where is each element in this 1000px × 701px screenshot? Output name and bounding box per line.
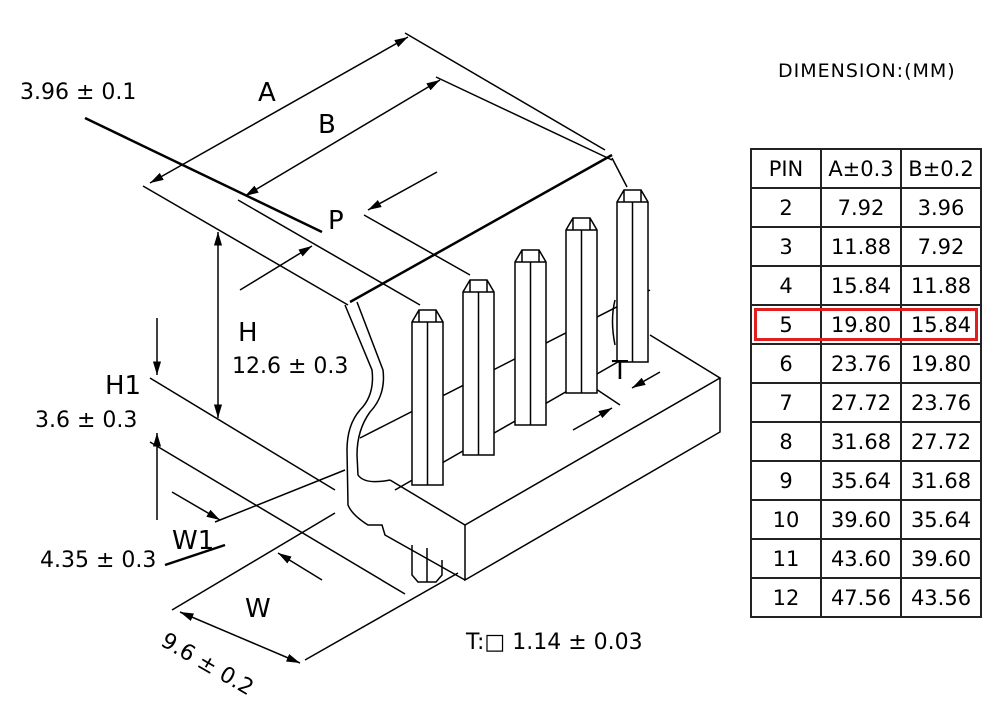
dim-a-label: A <box>258 78 276 108</box>
cell-a: 31.68 <box>820 421 902 462</box>
dim-h1-label: H1 <box>105 371 142 401</box>
dim-h1-value: 3.6 ± 0.3 <box>35 408 138 433</box>
pin <box>514 249 547 426</box>
cell-a: 23.76 <box>820 343 902 384</box>
cell-b: 11.88 <box>900 265 982 306</box>
dim-w-label: W <box>245 594 271 624</box>
pin <box>616 189 649 363</box>
cell-b: 23.76 <box>900 382 982 423</box>
cell-pin: 6 <box>750 343 822 384</box>
header-pin: PIN <box>750 148 822 189</box>
cell-pin: 12 <box>750 577 822 618</box>
cell-pin: 7 <box>750 382 822 423</box>
dim-w1-label: W1 <box>172 526 215 556</box>
base-block <box>389 334 722 582</box>
cell-b: 3.96 <box>900 187 982 228</box>
dim-w1-value: 4.35 ± 0.3 <box>40 548 157 573</box>
cell-b: 35.64 <box>900 499 982 540</box>
cell-a: 43.60 <box>820 538 902 579</box>
dim-b-label: B <box>318 110 336 140</box>
cell-a: 35.64 <box>820 460 902 501</box>
cell-b: 27.72 <box>900 421 982 462</box>
cell-pin: 4 <box>750 265 822 306</box>
dim-b-line <box>244 79 441 197</box>
dim-h-label: H <box>238 318 258 348</box>
dim-t-value: T:□ 1.14 ± 0.03 <box>466 630 643 655</box>
housing-profile <box>344 304 466 581</box>
cell-a: 7.92 <box>820 187 902 228</box>
header-b: B±0.2 <box>900 148 982 189</box>
cell-pin: 8 <box>750 421 822 462</box>
dim-h-value: 12.6 ± 0.3 <box>232 354 349 379</box>
cell-b: 31.68 <box>900 460 982 501</box>
dim-w-line <box>179 611 301 664</box>
pin <box>411 309 444 486</box>
pin <box>565 217 598 394</box>
cell-b: 19.80 <box>900 343 982 384</box>
pitch-label: 3.96 ± 0.1 <box>20 80 137 105</box>
pitch-leader <box>84 116 323 234</box>
cell-a: 27.72 <box>820 382 902 423</box>
cell-pin: 2 <box>750 187 822 228</box>
cell-pin: 10 <box>750 499 822 540</box>
dimension-title: DIMENSION:(MM) <box>778 60 956 82</box>
cell-b: 15.84 <box>900 304 982 345</box>
header-a: A±0.3 <box>820 148 902 189</box>
dim-p-label: P <box>328 206 344 236</box>
cell-pin: 3 <box>750 226 822 267</box>
bottom-pin <box>411 545 443 583</box>
cell-a: 19.80 <box>820 304 902 345</box>
pin <box>462 279 495 456</box>
table-header: PIN A±0.3 B±0.2 <box>750 148 982 189</box>
cell-pin: 11 <box>750 538 822 579</box>
cell-b: 39.60 <box>900 538 982 579</box>
cell-b: 7.92 <box>900 226 982 267</box>
cell-a: 11.88 <box>820 226 902 267</box>
cell-a: 39.60 <box>820 499 902 540</box>
dim-a-line <box>149 36 409 184</box>
cell-pin: 5 <box>750 304 822 345</box>
dim-t-label: T <box>612 356 628 386</box>
cell-a: 47.56 <box>820 577 902 618</box>
cell-b: 43.56 <box>900 577 982 618</box>
cell-pin: 9 <box>750 460 822 501</box>
cell-a: 15.84 <box>820 265 902 306</box>
